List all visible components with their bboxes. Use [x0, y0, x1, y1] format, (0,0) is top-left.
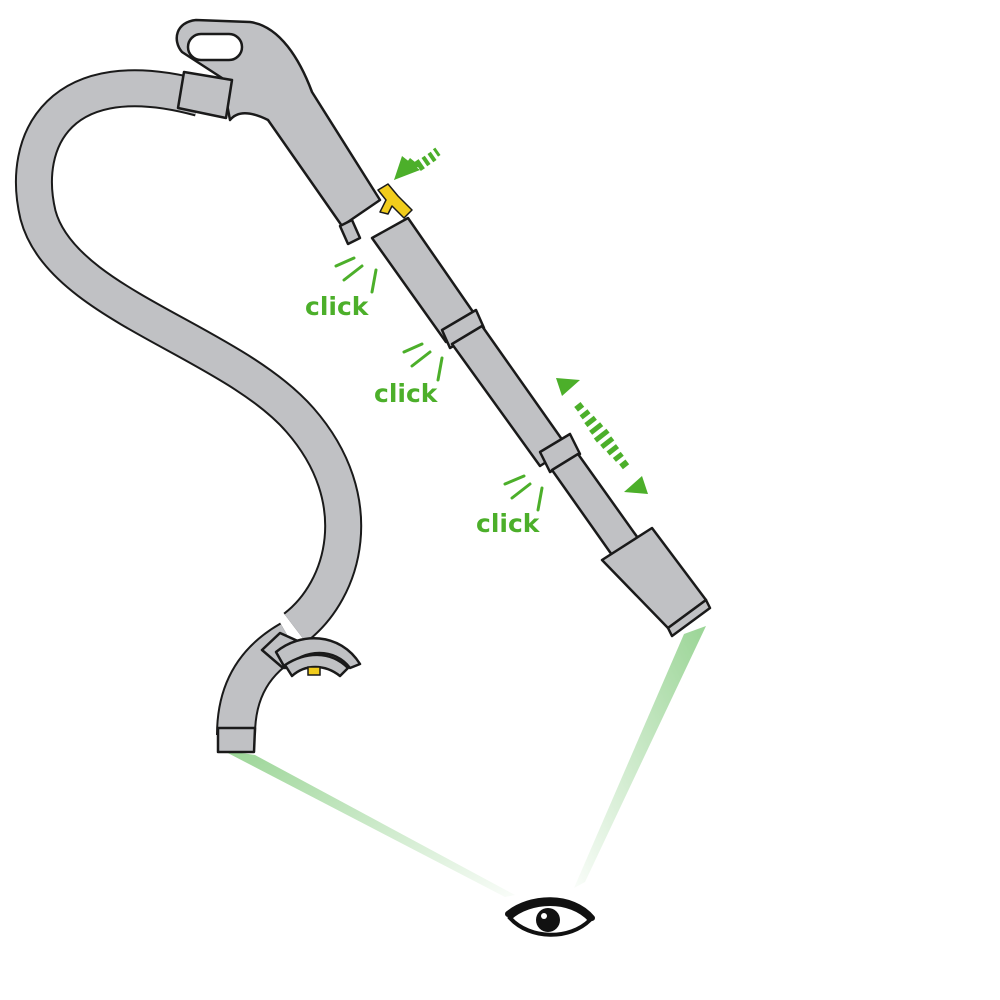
- sight-line-right: [574, 626, 706, 888]
- click-label-3: click: [476, 509, 541, 538]
- connector-latch: [307, 666, 321, 676]
- wand-ring-2: [538, 432, 582, 474]
- click-burst-2: [402, 342, 444, 382]
- release-button: [377, 183, 413, 219]
- arrow-down-left-icon: [394, 147, 441, 180]
- click-label-2: click: [374, 379, 439, 408]
- double-arrow-icon: [556, 378, 648, 494]
- telescopic-wand: [338, 216, 712, 638]
- sight-line-left: [222, 750, 515, 897]
- wand-end-lip: [666, 598, 712, 638]
- click-burst-3: [503, 474, 544, 512]
- hose-handle: [175, 18, 382, 228]
- click-label-1: click: [305, 292, 370, 321]
- eye-icon: [505, 897, 595, 937]
- flexible-hose: [15, 69, 363, 736]
- click-burst-1: [334, 256, 378, 294]
- hose-connector: [260, 631, 362, 678]
- handle-grip-hole: [186, 32, 244, 62]
- hose-end-cuff: [216, 726, 257, 754]
